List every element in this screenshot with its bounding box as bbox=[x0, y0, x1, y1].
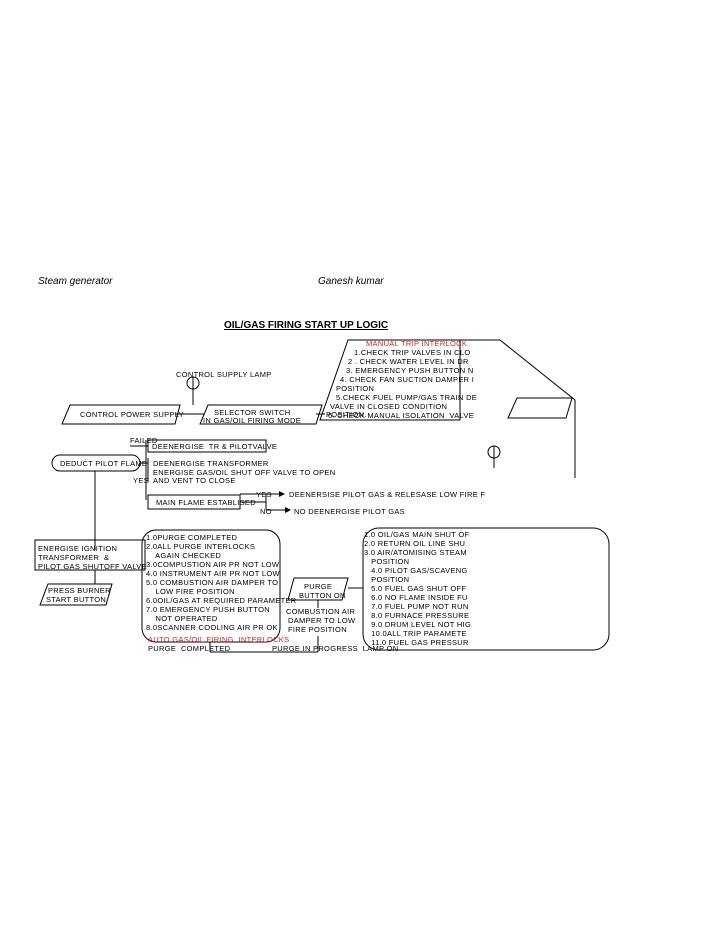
selector-switch-box bbox=[199, 404, 323, 425]
manual-trip-heading: MANUAL TRIP INTERLOCK bbox=[366, 339, 468, 348]
purge-in-progress-label: PURGE IN PROGRESS LAMP ON bbox=[272, 644, 399, 653]
press-burner-box bbox=[39, 583, 113, 606]
manual-trip-line: VALVE IN CLOSED CONDITION bbox=[330, 402, 448, 411]
manual-trip-line: 3. EMERGENCY PUSH BUTTON N bbox=[346, 366, 474, 375]
purge-list-item: 8.0SCANNER COOLING AIR PR OK bbox=[146, 623, 278, 632]
page-title: OIL/GAS FIRING START UP LOGIC bbox=[224, 320, 389, 331]
purge-list-item: 4.0 INSTRUMENT AIR PR NOT LOW bbox=[146, 569, 280, 578]
yes-label: YES bbox=[133, 476, 149, 485]
deenergise-transformer-line: DEENERGISE TRANSFORMER bbox=[153, 459, 269, 468]
purge-list-item: AGAIN CHECKED bbox=[146, 551, 222, 560]
deenergise-transformer-line: AND VENT TO CLOSE bbox=[153, 476, 236, 485]
right-list-item: 1.0 OIL/GAS MAIN SHUT OF bbox=[364, 530, 470, 539]
right-list-item: 7.0 FUEL PUMP NOT RUN bbox=[364, 602, 469, 611]
press-burner-line: PRESS BURNER bbox=[48, 586, 111, 595]
energise-ignition-line: PILOT GAS SHUTOFF VALVE bbox=[38, 562, 147, 571]
deenergise-transformer-line: ENERGISE GAS/OIL SHUT OFF VALVE TO OPEN bbox=[153, 468, 336, 477]
purge-list-item: 1.0PURGE COMPLETED bbox=[146, 533, 238, 542]
main-flame-label: MAIN FLAME ESTABLISED bbox=[156, 498, 256, 507]
header-right: Ganesh kumar bbox=[318, 276, 384, 287]
deenergise-pilot-gas-label: DEENERSISE PILOT GAS & RELESASE LOW FIRE… bbox=[289, 490, 486, 499]
manual-trip-text: MANUAL TRIP INTERLOCK 1.CHECK TRIP VALVE… bbox=[326, 339, 477, 423]
control-power-supply-label: CONTROL POWER SUPPLY bbox=[80, 410, 184, 419]
right-list-item: 10.0ALL TRIP PARAMETE bbox=[364, 629, 467, 638]
purge-list-item: 6.0OIL/GAS AT REQUIRED PARAMETER bbox=[146, 596, 297, 605]
selector-switch-label: SELECTOR SWITCH bbox=[214, 408, 291, 417]
energise-ignition-line: TRANSFORMER & bbox=[38, 553, 110, 562]
manual-trip-line: 1.CHECK TRIP VALVES IN CLO bbox=[354, 348, 471, 357]
right-list-item: 8.0 FURNACE PRESSURE bbox=[364, 611, 470, 620]
manual-trip-line: 2 . CHECK WATER LEVEL IN DR bbox=[348, 357, 469, 366]
manual-trip-line: POSITION. bbox=[326, 410, 367, 419]
right-list-item: 6.0 NO FLAME INSIDE FU bbox=[364, 593, 468, 602]
purge-list-item: LOW FIRE POSITION bbox=[146, 587, 235, 596]
manual-trip-box bbox=[319, 339, 461, 421]
right-list-item: 2.0 RETURN OIL LINE SHU bbox=[364, 539, 466, 548]
manual-trip-line: 6. CHECK MANUAL ISOLATION VALVE bbox=[328, 411, 475, 420]
failed-label: FAILED bbox=[130, 436, 158, 445]
deduct-pilot-flame-label: DEDUCT PILOT FLAME bbox=[60, 459, 148, 468]
purge-completed-label: PURGE COMPLETED bbox=[148, 644, 231, 653]
right-list-item: 3.0 AIR/ATOMISING STEAM bbox=[364, 548, 467, 557]
deenergise-tr-label: DEENERGISE TR & PILOTVALVE bbox=[152, 442, 278, 451]
manual-trip-line: 4. CHECK FAN SUCTION DAMPER I bbox=[340, 375, 475, 384]
purge-button-box bbox=[287, 577, 349, 601]
right-list-item: 9.0 DRUM LEVEL NOT HIG bbox=[364, 620, 472, 629]
yes-label: YES bbox=[256, 490, 272, 499]
purge-list-box bbox=[141, 529, 281, 643]
right-list-item: 5.0 FUEL GAS SHUT OFF bbox=[364, 584, 467, 593]
control-supply-lamp-label: CONTROL SUPPLY LAMP bbox=[176, 370, 272, 379]
right-small-box bbox=[507, 397, 573, 419]
header-left: Steam generator bbox=[38, 276, 113, 287]
purge-list-item: NOT OPERATED bbox=[146, 614, 218, 623]
purge-button-line: BUTTON ON bbox=[299, 591, 346, 600]
combustion-air-line: DAMPER TO LOW bbox=[288, 616, 356, 625]
auto-interlocks-label: AUTO GAS/OIL FIRING INTERLOCKS bbox=[148, 635, 290, 644]
control-power-box bbox=[61, 404, 181, 425]
right-list-item: POSITION bbox=[364, 575, 410, 584]
right-list-item: 11.0 FUEL GAS PRESSUR bbox=[364, 638, 469, 647]
combustion-air-line: COMBUSTION AIR bbox=[286, 607, 356, 616]
energise-ignition-line: ENERGISE IGNITION bbox=[38, 544, 118, 553]
right-list-item: POSITION bbox=[364, 557, 410, 566]
right-list-text: 1.0 OIL/GAS MAIN SHUT OF 2.0 RETURN OIL … bbox=[364, 530, 471, 652]
purge-list-item: 2.0ALL PURGE INTERLOCKS bbox=[146, 542, 256, 551]
combustion-air-line: FIRE POSITION bbox=[288, 625, 347, 634]
purge-list-item: 5.0 COMBUSTION AIR DAMPER TO bbox=[146, 578, 279, 587]
selector-switch-label: IN GAS/OIL FIRING MODE bbox=[203, 416, 301, 425]
manual-trip-line: 5.CHECK FUEL PUMP/GAS TRAIN DE bbox=[336, 393, 478, 402]
press-burner-line: START BUTTON bbox=[46, 595, 107, 604]
no-label: NO bbox=[260, 507, 272, 516]
right-list-item: 4.0 PILOT GAS/SCAVENG bbox=[364, 566, 468, 575]
right-list-box bbox=[362, 527, 610, 651]
purge-button-line: PURGE bbox=[304, 582, 333, 591]
purge-list-item: 7.0 EMERGENCY PUSH BUTTON bbox=[146, 605, 270, 614]
manual-trip-line: POSITION bbox=[336, 384, 375, 393]
purge-list-item: 3.0COMPUSTION AIR PR NOT LOW bbox=[146, 560, 280, 569]
no-deenergise-label: NO DEENERGISE PILOT GAS bbox=[294, 507, 405, 516]
